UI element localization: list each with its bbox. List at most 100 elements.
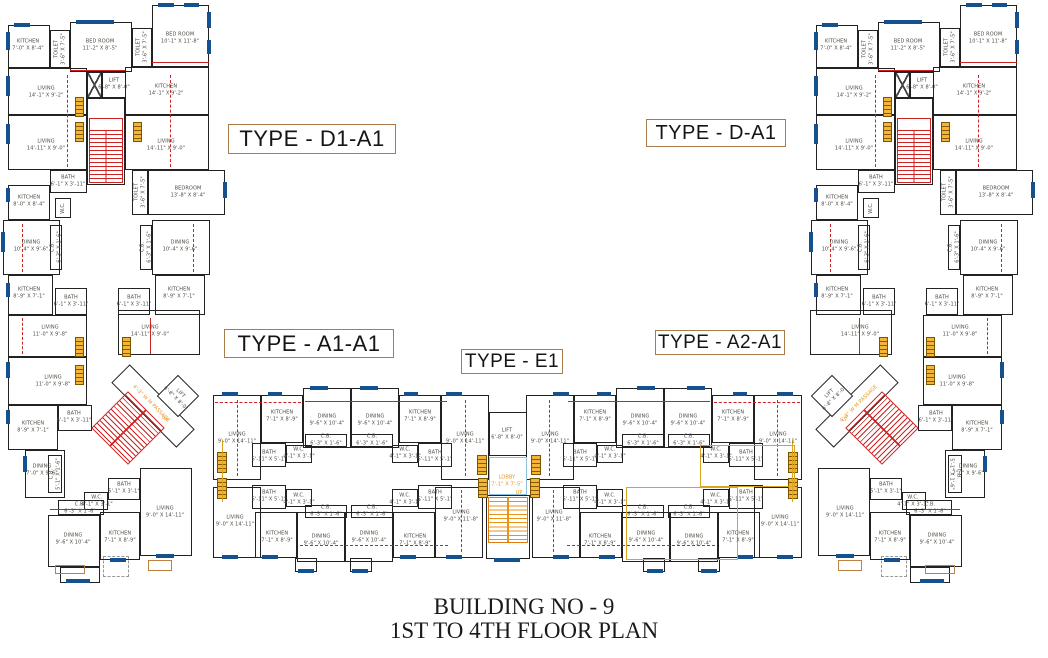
- room-name: KITCHEN: [583, 409, 607, 416]
- room-dimensions: 5'-11" X 5'-1": [251, 456, 287, 462]
- window-marker: [223, 182, 227, 198]
- red-dashed-centerline: [987, 318, 988, 354]
- wall: [261, 395, 303, 443]
- wall: [125, 115, 209, 170]
- wall: [8, 315, 87, 357]
- type-a1-a1-label: TYPE - A1-A1: [224, 329, 394, 358]
- room-dimensions: 9'-6" X 10'-4": [303, 540, 339, 546]
- window-marker: [6, 410, 10, 424]
- room-name: LIVING: [845, 138, 863, 145]
- room-label: C.B.6'-3" X 1'-6": [914, 502, 946, 515]
- room-name: C.B.: [924, 501, 936, 508]
- room-name: DINING: [927, 532, 947, 539]
- room-label: C.B.6'-3" X 1'-6": [948, 231, 961, 263]
- room-dimensions: 9'-0" X 14'-11": [530, 438, 570, 444]
- window-marker: [992, 3, 1007, 7]
- room-name: DINING: [678, 413, 698, 420]
- room-dimensions: 14'-1" X 9'-2": [956, 90, 992, 96]
- room-name: KITCHEN: [270, 409, 294, 416]
- room-dimensions: 11'-0" X 9'-8": [35, 381, 71, 387]
- wall: [703, 489, 729, 507]
- room-name: BATH: [117, 481, 131, 488]
- wall: [933, 67, 1017, 115]
- room-dimensions: 5'-11" X 5'-1": [417, 496, 453, 502]
- wall: [940, 28, 960, 67]
- red-dashed-centerline: [300, 545, 448, 546]
- room-dimensions: 7'-1" X 8'-9": [722, 537, 754, 543]
- red-dashed-centerline: [777, 400, 778, 476]
- room-name: LIVING: [948, 374, 966, 381]
- wall: [399, 395, 441, 443]
- red-centerline: [925, 509, 960, 510]
- meter-box: [75, 365, 84, 385]
- window-marker: [1000, 362, 1004, 378]
- window-marker: [404, 392, 418, 396]
- window-marker: [6, 124, 10, 144]
- room-name: C.B.: [320, 433, 332, 440]
- window-marker: [6, 32, 10, 50]
- room-name: LIVING: [37, 85, 55, 92]
- wall: [906, 500, 952, 515]
- red-centerline: [305, 401, 447, 402]
- wall: [50, 225, 62, 270]
- room-name: DINING: [32, 463, 52, 470]
- room-dimensions: 6'-1" X 3'-11": [50, 181, 86, 187]
- room-dimensions: 4'-1" X 3'-1": [81, 501, 113, 507]
- meter-box: [879, 337, 888, 357]
- room-name: BATH: [739, 489, 753, 496]
- room-name: C.B.: [366, 433, 378, 440]
- room-dimensions: 14'-11" X 9'-0": [834, 145, 874, 151]
- wall: [418, 443, 452, 467]
- room-dimensions: 6'-1" X 3'-11": [56, 417, 92, 423]
- window-marker: [98, 20, 114, 24]
- room-label: W.C.4'-1" X 3'-1": [700, 493, 732, 506]
- room-name: C.B.: [683, 433, 695, 440]
- lobby-outline: [489, 457, 527, 495]
- room-dimensions: 9'-0" X 14'-11": [217, 438, 257, 444]
- room-dimensions: 4'-1" X 3'-1": [389, 499, 421, 505]
- wall: [155, 275, 205, 315]
- window-marker: [836, 554, 854, 558]
- room-name: LIVING: [951, 324, 969, 331]
- room-name: W.C.: [399, 492, 411, 499]
- wall: [305, 434, 347, 447]
- window-marker: [262, 555, 278, 559]
- room-dimensions: 9'-6" X 10'-4": [622, 420, 658, 426]
- window-marker: [809, 232, 813, 252]
- room-name: UP: [515, 489, 523, 496]
- wall: [574, 395, 616, 443]
- wall: [252, 443, 286, 467]
- room-dimensions: 14'-11" X 9'-0": [26, 145, 66, 151]
- room-label: W.C.4'-1" X 3'-1": [283, 447, 315, 460]
- wall: [132, 28, 152, 67]
- room-label: C.B.6'-3" X 1'-6": [140, 231, 153, 263]
- room-dimensions: 3'-6" X 7'-5": [142, 31, 148, 63]
- room-name: BED ROOM: [165, 31, 195, 38]
- room-dimensions: 9'-6" X 10'-4": [676, 540, 712, 546]
- stair-landing: [897, 118, 931, 131]
- window-marker: [158, 3, 174, 7]
- window-marker: [637, 386, 655, 390]
- room-dimensions: 10'-4" X 9'-6": [13, 246, 49, 252]
- room-name: KITCHEN: [403, 533, 427, 540]
- room-name: BATH: [262, 489, 276, 496]
- room-name: KITCHEN: [154, 83, 178, 90]
- wall: [668, 434, 710, 447]
- meter-box: [478, 478, 488, 498]
- room-dimensions: 6'-1" X 3'-11": [924, 301, 960, 307]
- wall: [351, 434, 393, 447]
- room-name: LIVING: [157, 138, 175, 145]
